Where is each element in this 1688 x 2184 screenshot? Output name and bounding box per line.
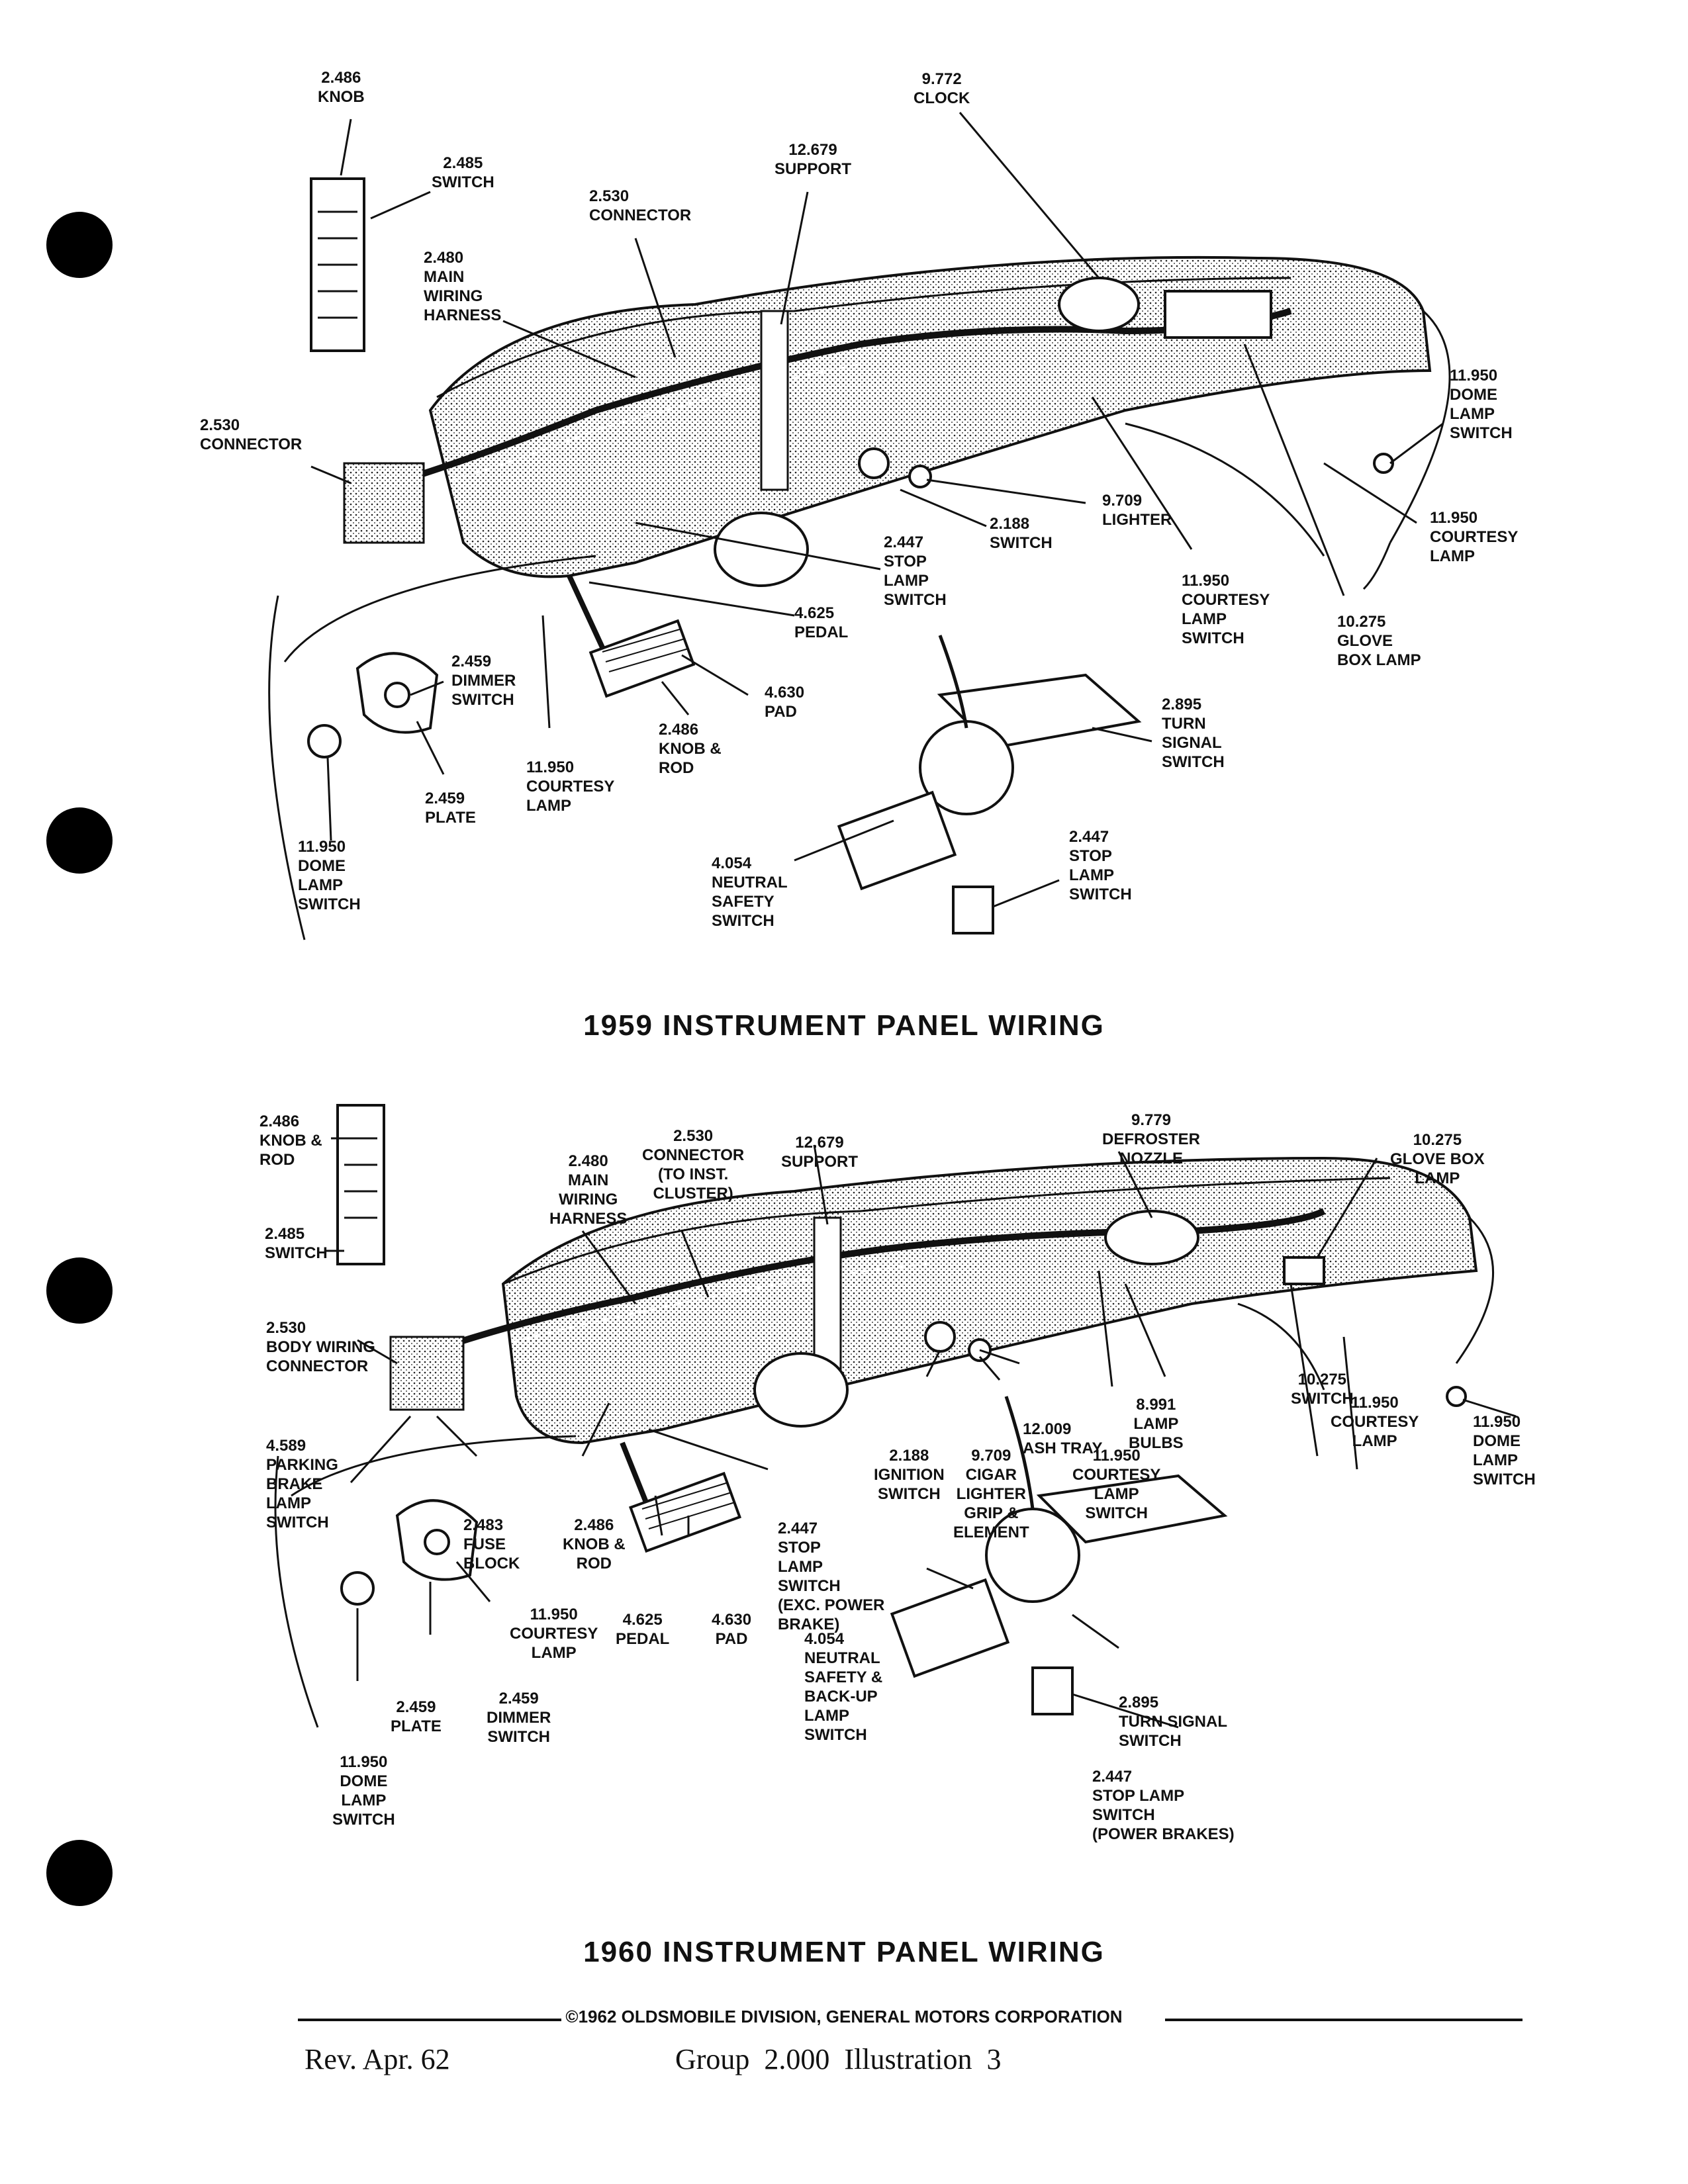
callout-switch: 2.485 SWITCH	[265, 1225, 328, 1262]
callout-stop-lamp-switch: 2.447 STOP LAMP SWITCH (EXC. POWER BRAKE…	[778, 1520, 885, 1633]
callout-courtesy-lamp-left: 11.950 COURTESY LAMP	[526, 758, 615, 815]
callout-main-wiring-harness: 2.480 MAIN WIRING HARNESS	[424, 249, 502, 324]
callout-knob-rod: 2.486 KNOB & ROD	[563, 1516, 626, 1572]
title-1960: 1960 INSTRUMENT PANEL WIRING	[583, 1936, 1105, 1968]
diagram-1959-illustration	[268, 112, 1451, 940]
callout-dimmer-switch: 2.459 DIMMER SWITCH	[451, 653, 516, 709]
callout-dome-lamp-switch-left: 11.950 DOME LAMP SWITCH	[332, 1753, 395, 1829]
callout-fuse-block: 2.483 FUSE BLOCK	[463, 1516, 520, 1572]
binder-hole-1	[46, 212, 113, 278]
title-1959: 1959 INSTRUMENT PANEL WIRING	[583, 1009, 1105, 1042]
diagram-1960: 2.486 KNOB & ROD 2.485 SWITCH 2.480 MAIN…	[0, 1085, 1688, 1946]
callout-dome-lamp-switch-left: 11.950 DOME LAMP SWITCH	[298, 838, 361, 913]
callout-courtesy-lamp-right: 11.950 COURTESY LAMP	[1331, 1394, 1419, 1450]
callout-lamp-bulbs: 8.991 LAMP BULBS	[1129, 1396, 1184, 1452]
footer-rule-right	[1165, 2019, 1523, 2021]
group-illustration: Group 2.000 Illustration 3	[675, 2043, 1002, 2075]
callout-neutral-safety-backup: 4.054 NEUTRAL SAFETY & BACK-UP LAMP SWIT…	[804, 1630, 883, 1744]
callout-glove-box-lamp: 10.275 GLOVE BOX LAMP	[1337, 613, 1421, 669]
copyright-text: ©1962 OLDSMOBILE DIVISION, GENERAL MOTOR…	[561, 2007, 1127, 2026]
callout-glove-box-switch: 10.275 SWITCH	[1291, 1371, 1354, 1408]
callout-stop-lamp-switch-lower: 2.447 STOP LAMP SWITCH	[1069, 828, 1132, 903]
callout-ash-tray: 12.009 ASH TRAY	[1023, 1420, 1103, 1457]
callout-courtesy-lamp-switch: 11.950 COURTESY LAMP SWITCH	[1182, 572, 1270, 647]
callout-knob-rod-top: 2.486 KNOB & ROD	[259, 1113, 322, 1169]
callout-body-wiring-connector: 2.530 BODY WIRING CONNECTOR	[266, 1319, 375, 1375]
callout-stop-lamp-switch: 2.447 STOP LAMP SWITCH	[884, 533, 947, 609]
callout-turn-signal-switch: 2.895 TURN SIGNAL SWITCH	[1119, 1694, 1227, 1750]
callout-pad: 4.630 PAD	[765, 684, 805, 721]
callout-connector-top: 2.530 CONNECTOR	[589, 187, 692, 224]
copyright-line: ©1962 OLDSMOBILE DIVISION, GENERAL MOTOR…	[0, 2007, 1688, 2027]
callout-neutral-safety-switch: 4.054 NEUTRAL SAFETY SWITCH	[712, 854, 788, 930]
callout-main-wiring-harness: 2.480 MAIN WIRING HARNESS	[549, 1152, 628, 1228]
callout-connector-inst-cluster: 2.530 CONNECTOR (TO INST. CLUSTER)	[642, 1127, 745, 1203]
callout-support: 12.679 SUPPORT	[774, 141, 852, 178]
callout-support: 12.679 SUPPORT	[781, 1134, 859, 1171]
callout-parking-brake-lamp-switch: 4.589 PARKING BRAKE LAMP SWITCH	[266, 1437, 338, 1531]
callout-courtesy-lamp-right: 11.950 COURTESY LAMP	[1430, 509, 1519, 565]
callout-pedal: 4.625 PEDAL	[616, 1611, 670, 1648]
binder-hole-3	[46, 1257, 113, 1324]
diagram-1959: 2.486 KNOB 2.485 SWITCH 2.480 MAIN WIRIN…	[0, 0, 1688, 1072]
callout-glove-box-lamp: 10.275 GLOVE BOX LAMP	[1390, 1131, 1485, 1187]
callout-clock: 9.772 CLOCK	[914, 70, 970, 107]
diagram-1960-illustration	[274, 1104, 1517, 1729]
callout-plate: 2.459 PLATE	[391, 1698, 442, 1735]
callout-pedal: 4.625 PEDAL	[794, 604, 849, 641]
callout-lighter: 9.709 LIGHTER	[1102, 492, 1172, 529]
callout-dimmer-switch: 2.459 DIMMER SWITCH	[487, 1690, 551, 1746]
callout-knob-rod: 2.486 KNOB & ROD	[659, 721, 722, 777]
callout-dome-lamp-switch-right: 11.950 DOME LAMP SWITCH	[1473, 1413, 1536, 1488]
callout-switch: 2.485 SWITCH	[432, 154, 494, 191]
callout-stop-lamp-switch-power: 2.447 STOP LAMP SWITCH (POWER BRAKES)	[1092, 1768, 1235, 1843]
callout-plate: 2.459 PLATE	[425, 790, 476, 827]
revision-date: Rev. Apr. 62	[305, 2043, 450, 2075]
callout-courtesy-lamp-left: 11.950 COURTESY LAMP	[510, 1606, 598, 1662]
callout-connector-left: 2.530 CONNECTOR	[200, 416, 303, 453]
callout-defroster-nozzle: 9.779 DEFROSTER NOZZLE	[1102, 1111, 1201, 1167]
binder-hole-4	[46, 1840, 113, 1906]
callout-ignition-switch: 2.188 IGNITION SWITCH	[874, 1447, 945, 1503]
callout-turn-signal-switch: 2.895 TURN SIGNAL SWITCH	[1162, 696, 1225, 771]
callout-knob: 2.486 KNOB	[318, 69, 365, 106]
callout-dome-lamp-switch-right: 11.950 DOME LAMP SWITCH	[1450, 367, 1513, 442]
callout-courtesy-lamp-switch: 11.950 COURTESY LAMP SWITCH	[1072, 1447, 1161, 1522]
callout-pad: 4.630 PAD	[712, 1611, 752, 1648]
footer-rule-left	[298, 2019, 609, 2021]
callout-ignition-switch: 2.188 SWITCH	[990, 515, 1053, 552]
binder-hole-2	[46, 807, 113, 874]
callout-cigar-lighter: 9.709 CIGAR LIGHTER GRIP & ELEMENT	[953, 1447, 1029, 1541]
